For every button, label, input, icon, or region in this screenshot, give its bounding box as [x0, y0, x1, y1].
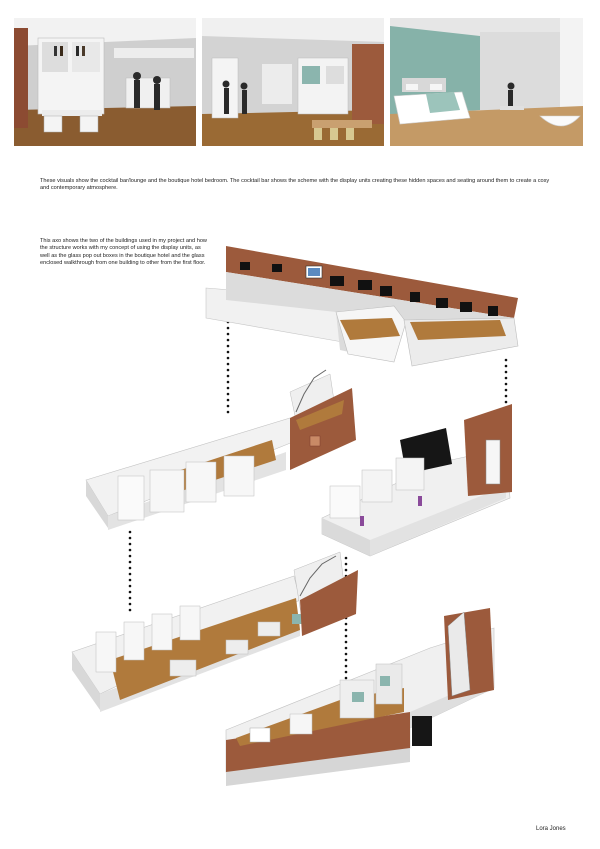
connector-dot: [344, 568, 348, 572]
connector-dot: [504, 382, 508, 386]
connector-dot: [128, 602, 132, 606]
connector-dot: [344, 562, 348, 566]
connector-dot: [128, 542, 132, 546]
connector-dot: [344, 628, 348, 632]
connector-dot: [344, 658, 348, 662]
connector-dot: [128, 590, 132, 594]
axo-level-3-left: [71, 551, 358, 712]
axo-level-2-left: [85, 369, 356, 530]
connector-dot: [504, 358, 508, 362]
connector-dot: [226, 404, 230, 408]
connector-dot: [128, 572, 132, 576]
axo-level-2-right: [321, 404, 512, 557]
connector-dot: [226, 332, 230, 336]
connector-dot: [344, 640, 348, 644]
lounge-render: [202, 18, 384, 146]
connector-dot: [226, 362, 230, 366]
cocktail-bar-render: [14, 18, 196, 146]
connector-dot: [344, 556, 348, 560]
connector-dot: [128, 608, 132, 612]
axo-level-3-right: [225, 608, 495, 786]
connector-dot: [128, 530, 132, 534]
exploded-axonometric: [71, 246, 519, 786]
connector-dot: [128, 578, 132, 582]
connector-dot: [344, 676, 348, 680]
connector-dot: [344, 622, 348, 626]
connector-dot: [226, 338, 230, 342]
connector-dot: [504, 376, 508, 380]
connector-dot: [226, 380, 230, 384]
connector-dot: [504, 394, 508, 398]
connector-dot: [226, 356, 230, 360]
connector-dot: [226, 398, 230, 402]
connector-dot: [344, 646, 348, 650]
connector-dot: [226, 386, 230, 390]
connector-dot: [226, 326, 230, 330]
connector-dot: [128, 536, 132, 540]
connector-dot: [226, 410, 230, 414]
connector-dot: [128, 584, 132, 588]
connector-dot: [344, 652, 348, 656]
connector-dot: [504, 370, 508, 374]
connector-dot: [504, 388, 508, 392]
axo-description: This axo shows the two of the buildings …: [40, 238, 207, 267]
author-name: Lora Jones: [536, 826, 566, 832]
connector-dot: [504, 364, 508, 368]
connector-dot: [128, 560, 132, 564]
connector-dot: [504, 400, 508, 404]
connector-dot: [128, 566, 132, 570]
connector-dot: [344, 670, 348, 674]
connector-dot: [344, 664, 348, 668]
connector-dot: [128, 554, 132, 558]
connector-dot: [226, 344, 230, 348]
connector-dot: [128, 596, 132, 600]
hotel-bedroom-render: [390, 18, 583, 146]
axo-level-top: [205, 246, 519, 367]
connector-dot: [344, 634, 348, 638]
connector-dot: [226, 392, 230, 396]
connector-dot: [128, 548, 132, 552]
connector-dot: [226, 368, 230, 372]
connector-dot: [226, 374, 230, 378]
connector-dot: [226, 350, 230, 354]
renders-caption: These visuals show the cocktail bar/loun…: [40, 178, 550, 192]
